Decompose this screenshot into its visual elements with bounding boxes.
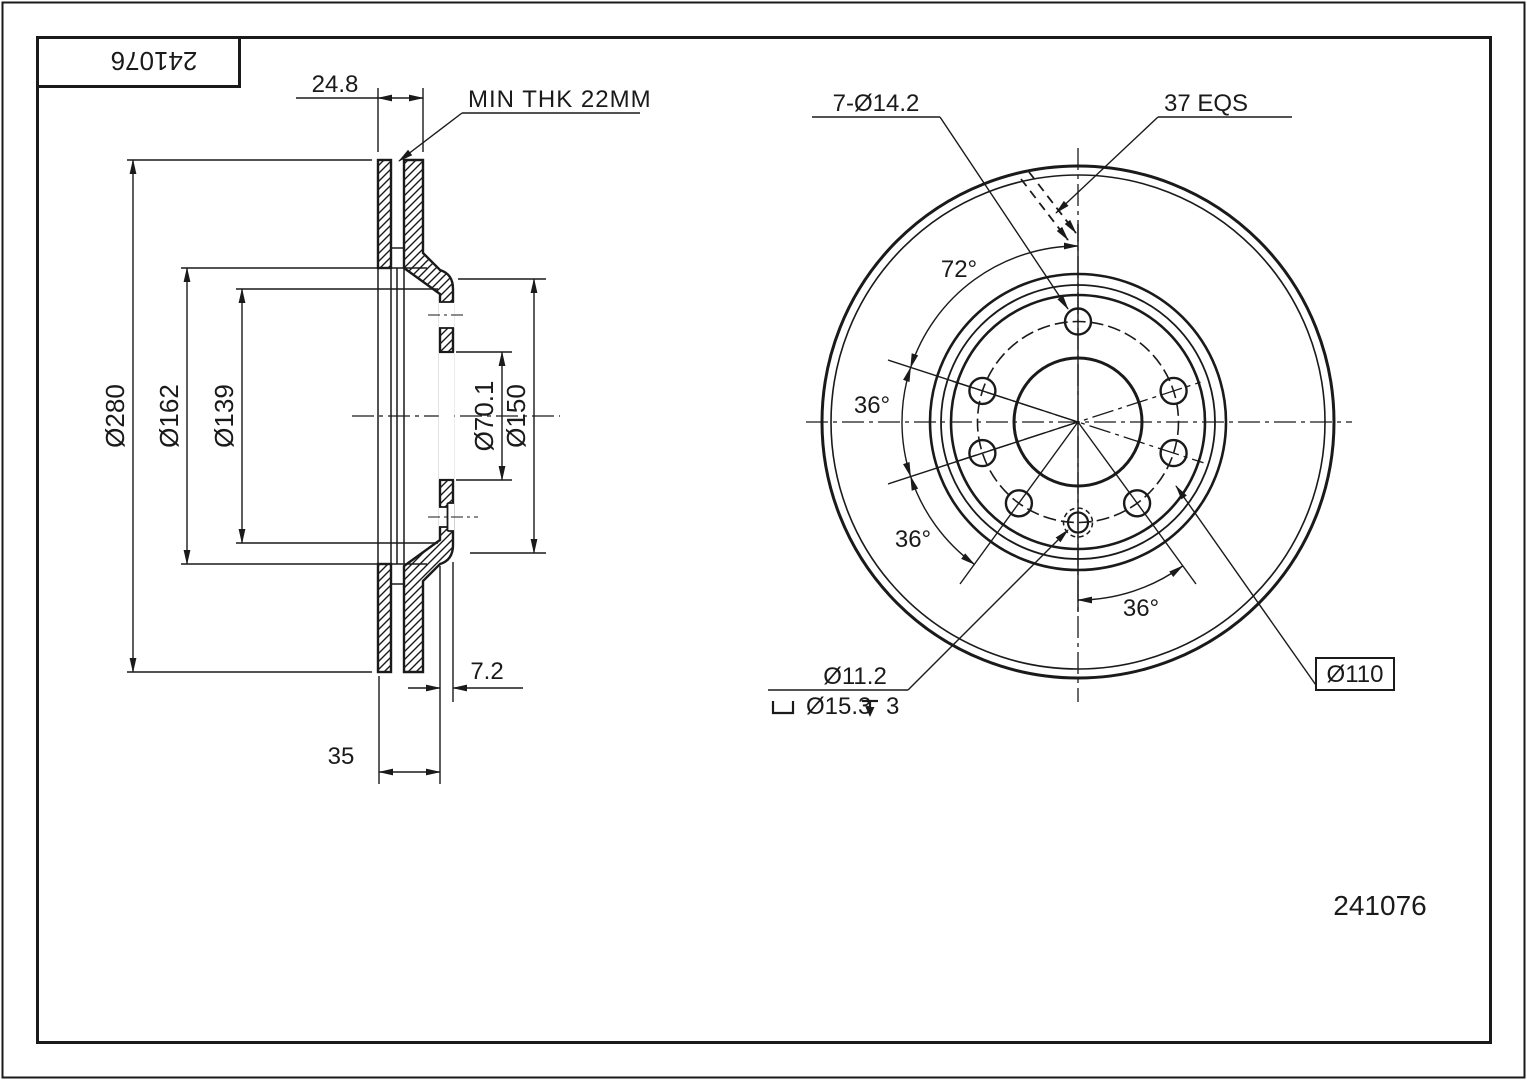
bolt-circle-dimension-box: [1315, 657, 1395, 691]
section-dimensions: [127, 88, 640, 784]
dim-thickness-label: 24.8: [312, 71, 359, 98]
dim-hat-inner-diameter-label: Ø139: [209, 384, 239, 448]
angle-left-lower-label: 36°: [895, 526, 931, 553]
section-left-plate-bottom: [376, 562, 393, 674]
depth-symbol: [862, 699, 878, 717]
hidden-slot: [1020, 171, 1077, 241]
dim-hat-plate-thickness-label: 7.2: [470, 658, 503, 685]
screw-hole-label: Ø11.2: [823, 663, 887, 690]
dim-min-thickness-label: MIN THK 22MM: [468, 86, 652, 113]
counterbore-label: Ø15.3: [806, 693, 871, 720]
bolt-holes-label: 7-Ø14.2: [833, 90, 920, 117]
spacing-note-label: 37 EQS: [1164, 90, 1248, 117]
chamfer-circle: [830, 174, 1326, 670]
dim-center-bore-label: Ø70.1: [469, 381, 499, 452]
bolt-hole: [968, 438, 997, 468]
dim-overall-height-label: 35: [328, 743, 355, 770]
leader-lines: [768, 116, 1319, 691]
bolt-hole: [968, 376, 997, 406]
section-view: 24.8 MIN THK 22MM Ø280 Ø162 Ø139 Ø70.1 Ø…: [100, 71, 652, 784]
bolt-hole: [1159, 438, 1188, 468]
angle-top-label: 72°: [941, 256, 977, 283]
dim-hat-diameter-label: Ø162: [154, 384, 184, 448]
screw-hole-counterbore: [1062, 507, 1094, 538]
angle-left-upper-label: 36°: [854, 392, 890, 419]
bolt-circle-label: Ø110: [1327, 661, 1384, 688]
title-block: [36, 36, 241, 88]
dim-pilot-diameter-label: Ø150: [501, 384, 531, 448]
section-hub-bore: [438, 352, 455, 480]
title-block-part-number: 241076: [111, 46, 198, 76]
counterbore-symbol: [771, 701, 795, 715]
section-interior-edges: [377, 247, 405, 585]
bolt-hole: [1159, 376, 1188, 406]
outer-diameter-circle: [820, 164, 1336, 680]
counterbore-depth-label: 3: [886, 693, 899, 720]
angle-arcs: [901, 242, 1184, 604]
footer-part-number: 241076: [1333, 890, 1426, 921]
bolt-hole: [1122, 489, 1152, 518]
section-right-plate-and-hat: [402, 158, 455, 674]
front-view: 7-Ø14.2 37 EQS 72° 36° 36° 36° Ø11.2 Ø15…: [768, 90, 1395, 720]
dim-outer-diameter-label: Ø280: [100, 384, 130, 448]
bolt-hole: [1004, 489, 1034, 518]
angle-bottom-label: 36°: [1123, 595, 1159, 622]
section-left-plate-top: [376, 158, 393, 270]
